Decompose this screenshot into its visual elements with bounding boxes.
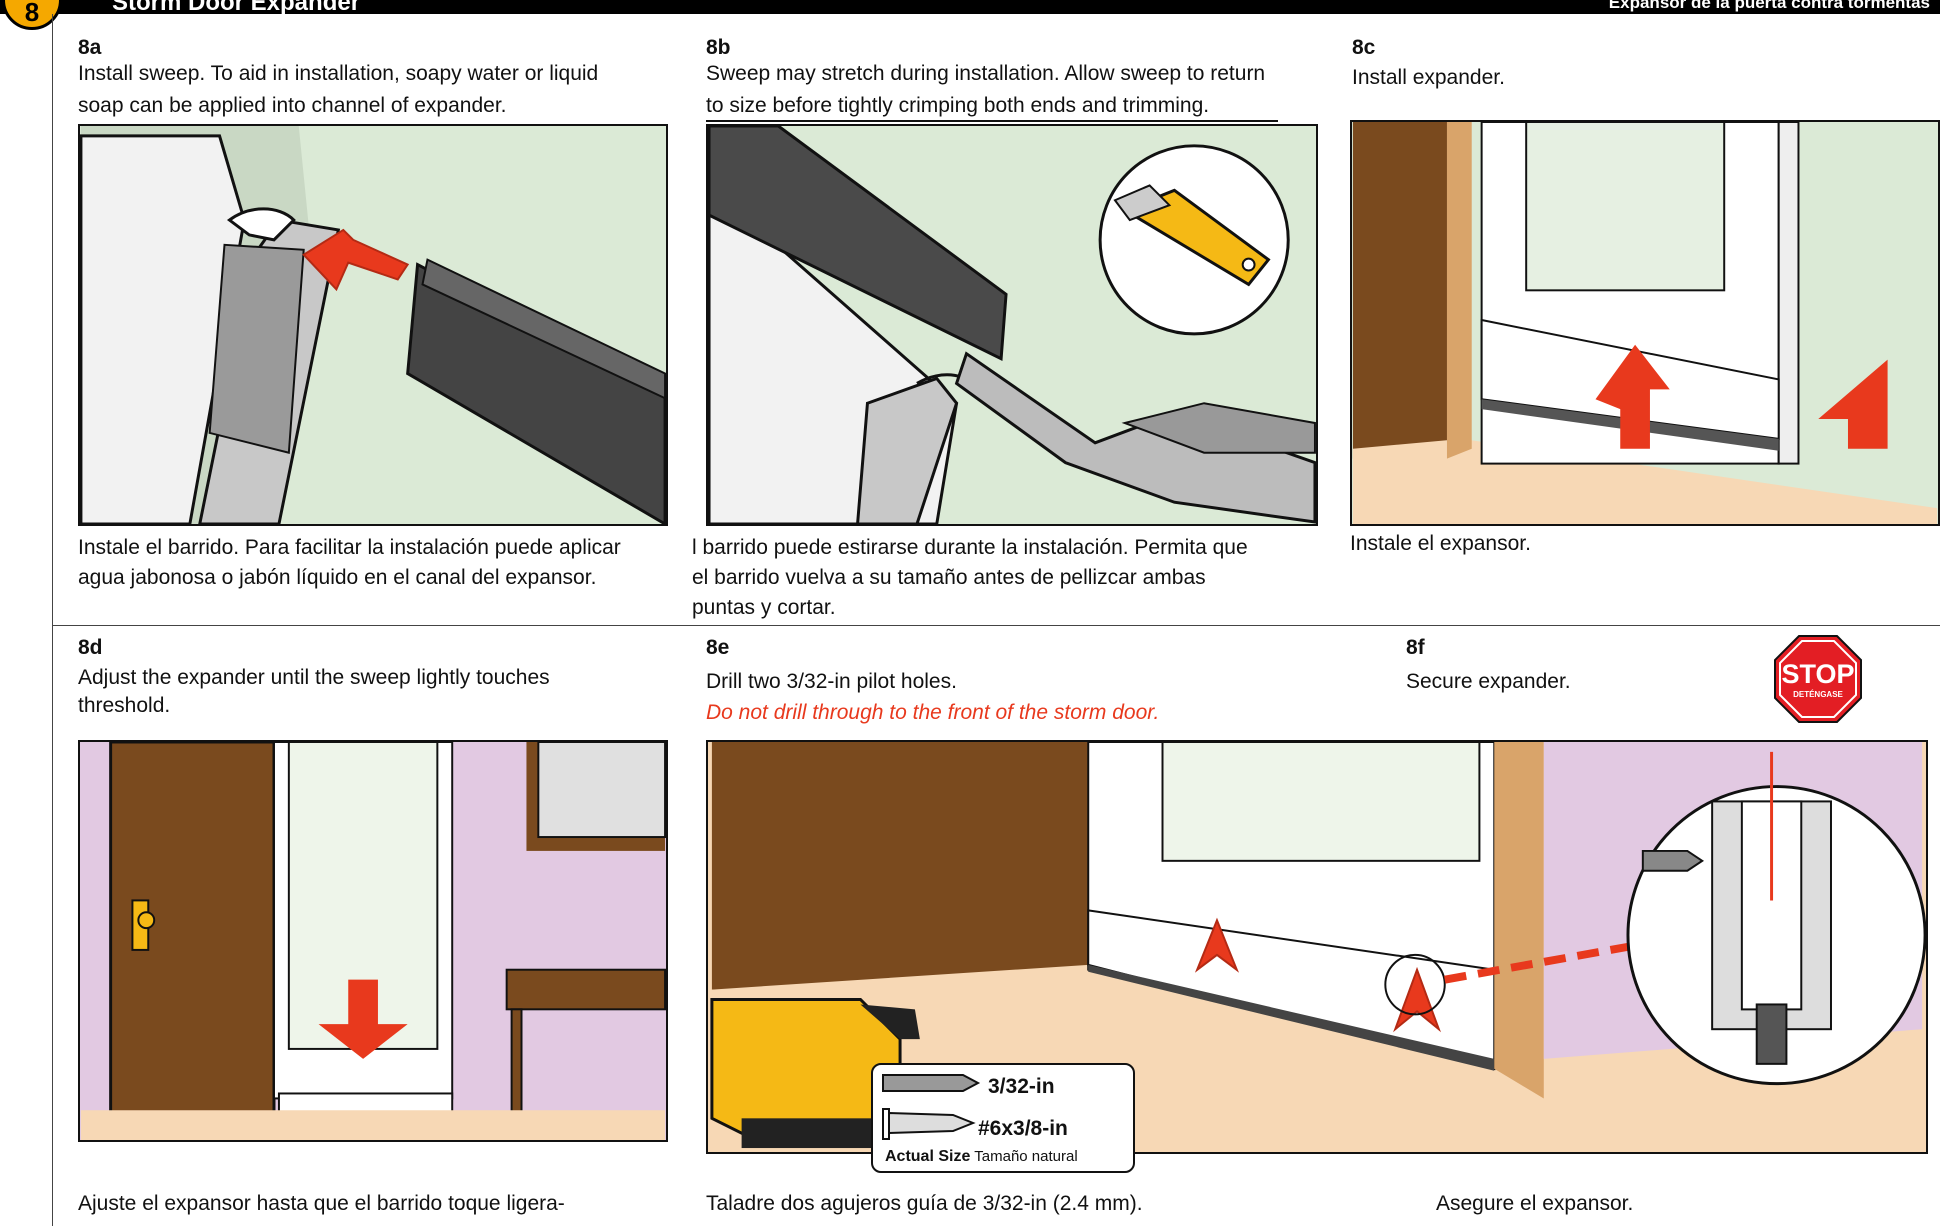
step-8c-label: 8c [1352,36,1375,60]
row-divider [52,625,1940,626]
step-8c-text-en: Install expander. [1352,64,1505,92]
section-title-es: Expansor de la puerta contra tormentas [1609,0,1930,12]
step-8e-text-en: Drill two 3/32-in pilot holes. [706,668,957,696]
drill-size: 3/32-in [988,1075,1055,1099]
actual-size-label: Actual Size Tamaño natural [885,1148,1078,1166]
step-8b-illustration [706,124,1318,526]
step-8d-text-en-1: Adjust the expander until the sweep ligh… [78,664,550,692]
step-8a-label: 8a [78,36,101,60]
step-8e-text-es-1: Taladre dos agujeros guía de 3/32-in (2.… [706,1190,1143,1218]
step-number-badge: 8 [2,0,62,30]
drill-bit-icon [883,1075,978,1091]
step-8e-label: 8e [706,636,729,660]
step-8b-text-es-1: l barrido puede estirarse durante la ins… [692,534,1248,562]
step-8c-illustration [1350,120,1940,526]
step-8a-text-en-2: soap can be applied into channel of expa… [78,92,507,120]
step-8e-warning: Do not drill through to the front of the… [706,700,1159,726]
step-8d-text-es-1: Ajuste el expansor hasta que el barrido … [78,1190,565,1218]
step-8f-text-en: Secure expander. [1406,668,1571,696]
step-8a-text-es-2: agua jabonosa o jabón líquido en el cana… [78,564,596,592]
section-title: Storm Door Expander [112,0,360,13]
step-8b-underline [706,120,1278,122]
stop-sign-text-es: DETÉNGASE [1773,690,1863,700]
step-8a-text-es-1: Instale el barrido. Para facilitar la in… [78,534,621,562]
step-8d-illustration [78,740,668,1142]
step-8a-illustration [78,124,668,526]
stop-sign-text: STOP [1773,660,1863,688]
step-8f-text-es: Asegure el expansor. [1436,1190,1633,1218]
step-8c-text-es: Instale el expansor. [1350,530,1531,558]
actual-size-callout: 3/32-in #6x3/8-in Actual Size Tamaño nat… [871,1063,1135,1173]
step-8b-text-es-3: puntas y cortar. [692,594,836,622]
stop-sign: STOP DETÉNGASE [1773,634,1863,724]
step-8d-label: 8d [78,636,103,660]
screw-size: #6x3/8-in [978,1117,1068,1141]
step-8b-text-en-1: Sweep may stretch during installation. A… [706,60,1265,88]
step-8b-text-en-2: to size before tightly crimping both end… [706,92,1209,120]
step-8a-text-en-1: Install sweep. To aid in installation, s… [78,60,598,88]
step-8f-label: 8f [1406,636,1425,660]
step-8b-text-es-2: el barrido vuelva a su tamaño antes de p… [692,564,1206,592]
left-margin-line [52,14,53,1226]
step-8b-label: 8b [706,36,731,60]
step-8d-text-en-2: threshold. [78,692,170,720]
